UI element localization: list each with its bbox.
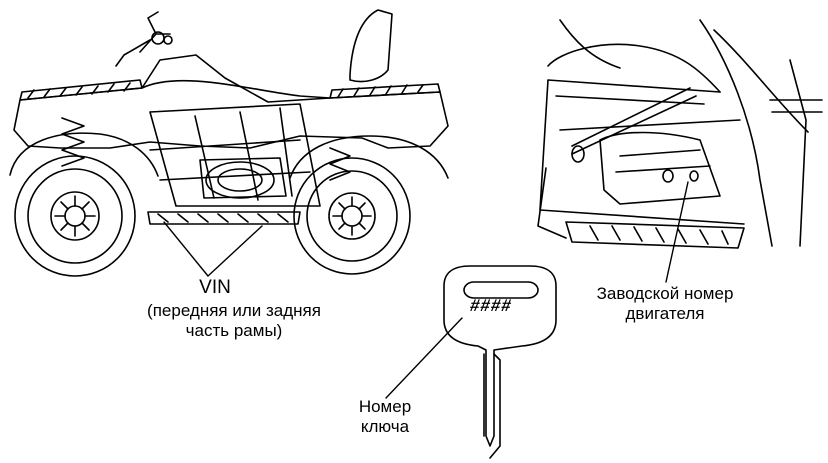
key-number-leader-line (385, 317, 463, 399)
atv-side-view (9, 9, 449, 277)
key-illustration (443, 265, 557, 459)
engine-serial-leader-line (665, 181, 689, 283)
vin-location-label: (передняя или задняя часть рамы) (147, 301, 321, 341)
key-code-text: #### (468, 296, 514, 315)
engine-serial-label: Заводской номер двигателя (596, 284, 734, 324)
front-wheel (293, 157, 411, 275)
key-number-label: Номер ключа (358, 397, 412, 437)
vin-leader-lines (163, 221, 263, 277)
rear-wheel (14, 155, 136, 277)
engine-closeup-view (537, 19, 823, 249)
vin-label: VIN (199, 277, 231, 298)
